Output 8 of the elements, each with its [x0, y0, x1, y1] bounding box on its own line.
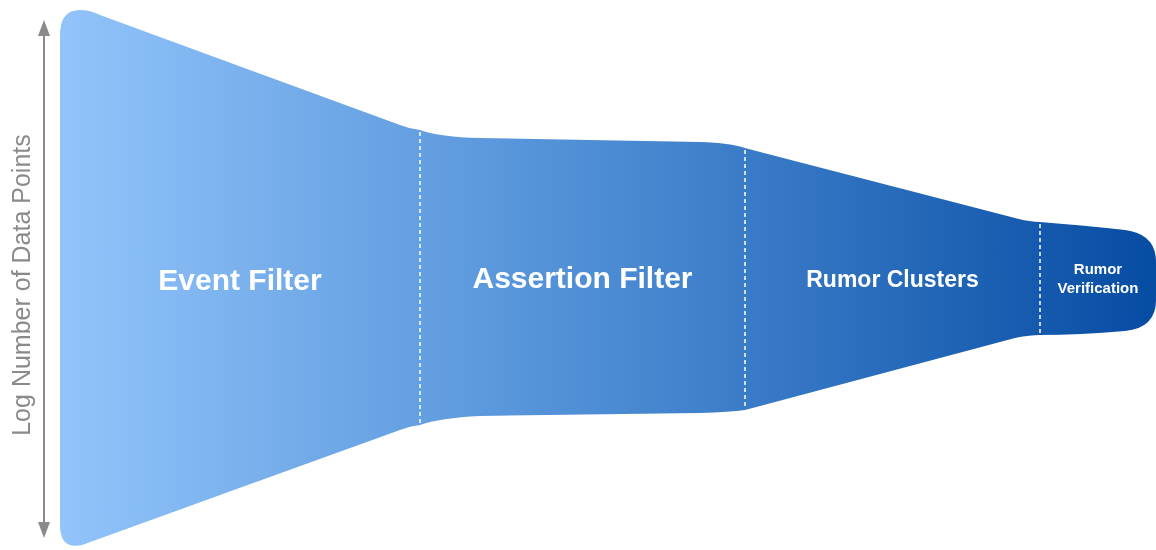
funnel-stage: [745, 148, 1040, 410]
stage-label: Rumor Verification: [1056, 259, 1140, 298]
axis-label: Log Number of Data Points: [6, 134, 37, 436]
funnel-stage: [1040, 222, 1156, 335]
stage-label: Assertion Filter: [472, 259, 693, 296]
stage-label: Event Filter: [158, 262, 322, 299]
stage-label: Rumor Clusters: [806, 264, 979, 294]
funnel-stage: [420, 130, 745, 425]
